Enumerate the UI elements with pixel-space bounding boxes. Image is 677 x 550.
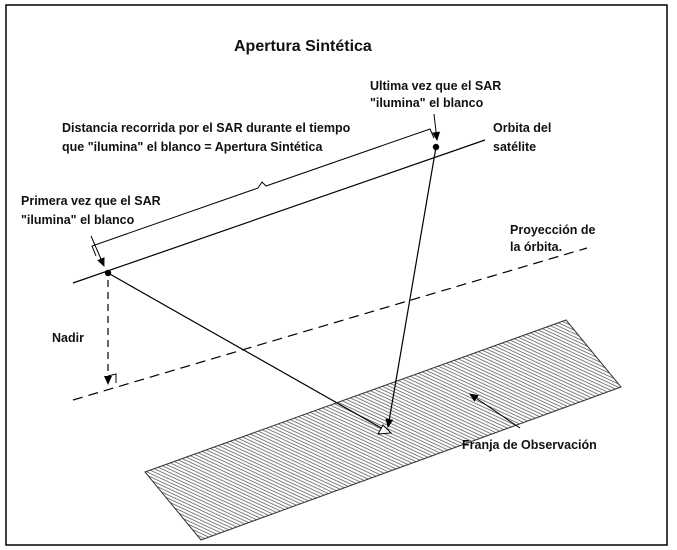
swath-pointer <box>469 393 521 429</box>
first-illumination-pointer <box>90 235 105 267</box>
first-illumination-label: Primera vez que el SAR "ilumina" el blan… <box>21 194 164 227</box>
last-beam-line <box>385 146 437 428</box>
nadir-label: Nadir <box>52 331 84 345</box>
observation-swath-label: Franja de Observación <box>462 438 597 452</box>
satellite-orbit-label: Orbita del satélite <box>493 121 555 154</box>
synthetic-aperture-label: Distancia recorrida por el SAR durante e… <box>62 121 354 154</box>
figure-frame <box>5 4 668 546</box>
right-angle-mark <box>107 373 117 383</box>
last-illumination-label: Ultima vez que el SAR "ilumina" el blanc… <box>370 79 505 110</box>
orbit-projection-line <box>72 247 588 401</box>
synthetic-aperture-bracket <box>91 128 435 257</box>
first-beam-line <box>107 272 384 430</box>
target-marker <box>377 424 393 435</box>
orbit-projection-label: Proyección de la órbita. <box>510 223 599 254</box>
last-illumination-pointer <box>432 113 441 141</box>
satellite-orbit-line <box>72 139 486 284</box>
diagram-title: Apertura Sintética <box>234 38 372 55</box>
